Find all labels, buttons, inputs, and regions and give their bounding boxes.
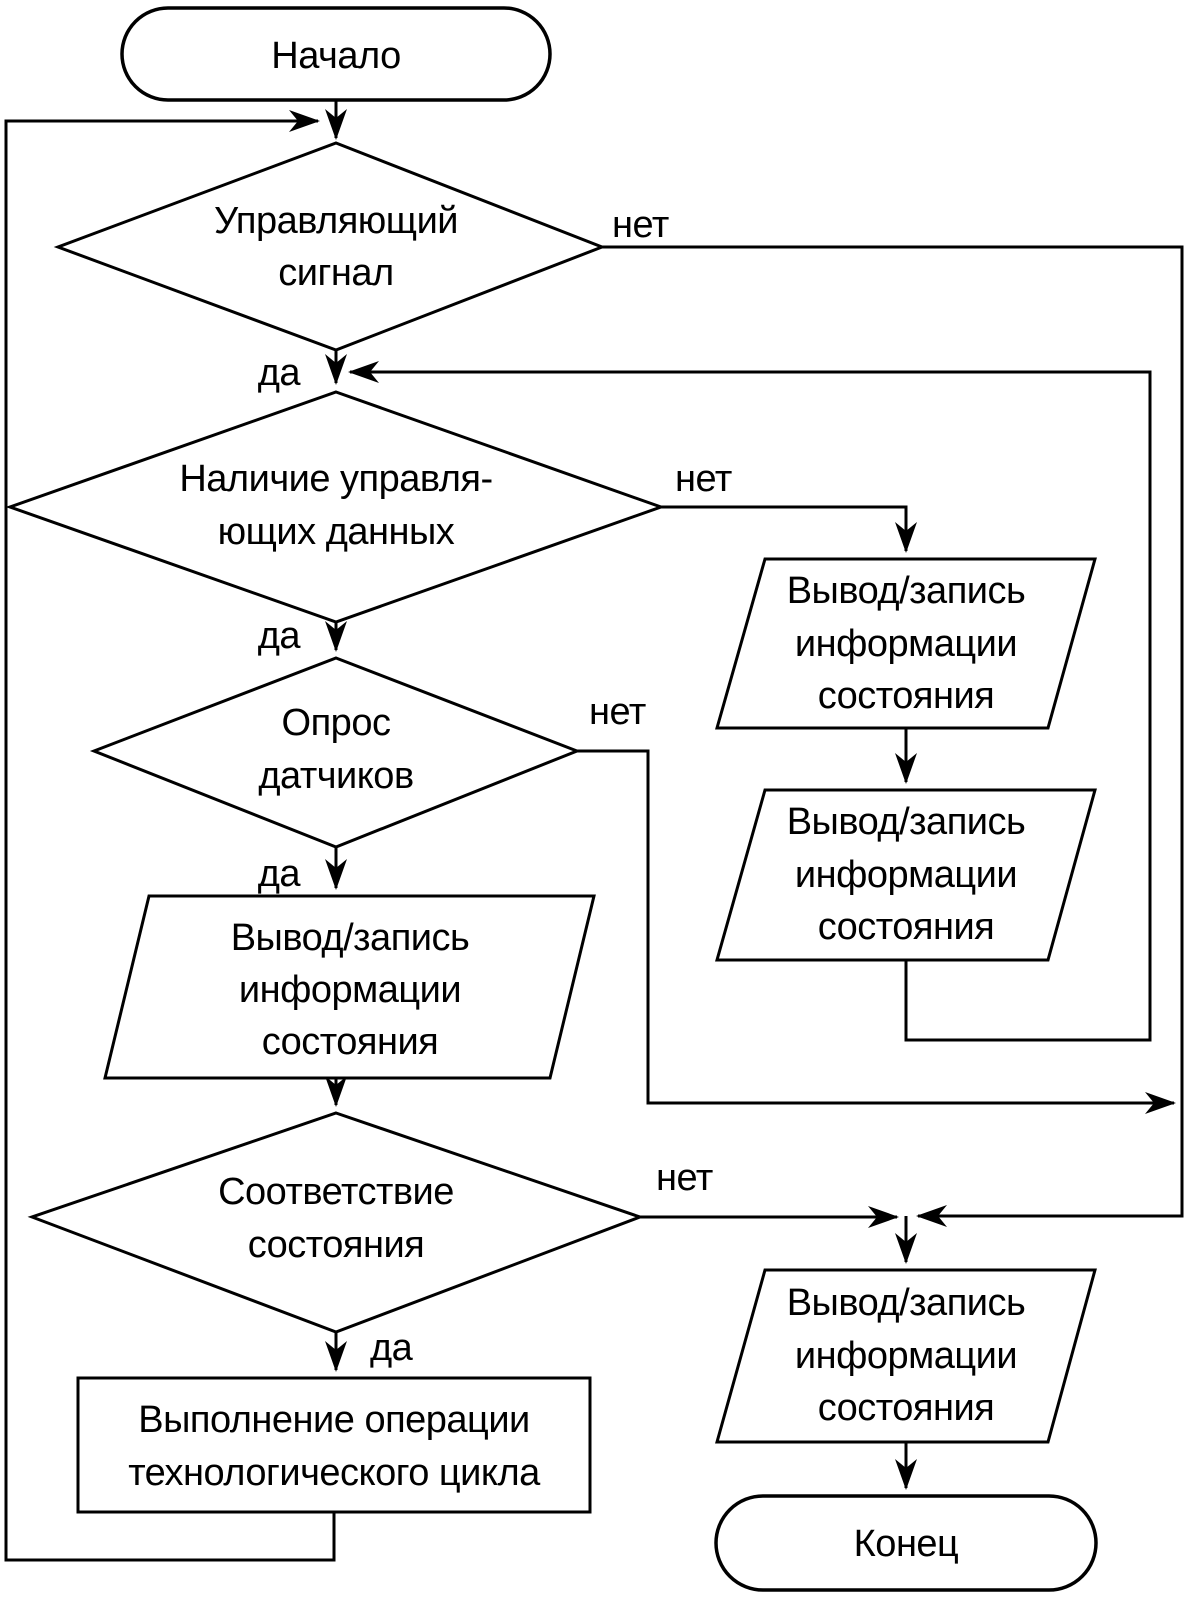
- start-terminator-shape: [120, 6, 552, 102]
- node-decision-state-match: Соответствие состояния: [27, 1111, 645, 1334]
- decision-control-data-shape: [5, 390, 666, 624]
- node-decision-sensor-poll: Опрос датчиков: [89, 656, 582, 849]
- branch-label-d2-yes: да: [258, 615, 302, 657]
- io-right-1-line1: Вывод/запись: [787, 570, 1026, 612]
- end-label: Конец: [854, 1523, 959, 1565]
- decision-state-match-shape: [27, 1111, 645, 1334]
- branch-label-d1-yes: да: [258, 352, 302, 394]
- io-right-2-line1: Вывод/запись: [787, 801, 1026, 843]
- io-left-line3: состояния: [262, 1021, 439, 1063]
- node-start: Начало: [120, 6, 552, 102]
- io-right-2-line3: состояния: [818, 906, 995, 948]
- decision-control-signal-line2: сигнал: [278, 252, 393, 294]
- edge-loop-process-to-d1: [4, 110, 336, 1562]
- io-bottom-line3: состояния: [818, 1387, 995, 1429]
- branch-label-d1-no: нет: [612, 204, 669, 246]
- node-decision-control-data: Наличие управля- ющих данных: [5, 390, 666, 624]
- edge-d2-no: [661, 505, 917, 553]
- branch-label-d4-no: нет: [656, 1157, 713, 1199]
- node-io-left: Вывод/запись информации состояния: [103, 894, 596, 1080]
- io-left-line1: Вывод/запись: [231, 917, 470, 959]
- decision-sensor-poll-shape: [89, 656, 582, 849]
- decision-sensor-poll-line2: датчиков: [258, 755, 413, 797]
- process-operation-line2: технологического цикла: [128, 1452, 541, 1494]
- node-io-right-1: Вывод/запись информации состояния: [715, 557, 1097, 730]
- io-left-line2: информации: [239, 969, 461, 1011]
- node-decision-control-signal: Управляющий сигнал: [53, 141, 607, 352]
- end-terminator-shape: [714, 1494, 1098, 1592]
- decision-state-match-line2: состояния: [248, 1224, 425, 1266]
- io-right-1-line2: информации: [795, 623, 1017, 665]
- branch-label-d2-no: нет: [675, 458, 732, 500]
- node-io-bottom: Вывод/запись информации состояния: [715, 1268, 1097, 1444]
- edge-feedback-ioright2-to-d2: [348, 361, 1152, 1042]
- io-bottom-line1: Вывод/запись: [787, 1282, 1026, 1324]
- io-right-2-shape: [715, 788, 1097, 962]
- start-label: Начало: [271, 35, 400, 77]
- io-left-shape: [103, 894, 596, 1080]
- node-io-right-2: Вывод/запись информации состояния: [715, 788, 1097, 962]
- io-bottom-line2: информации: [795, 1335, 1017, 1377]
- decision-control-data-line2: ющих данных: [218, 511, 455, 553]
- node-process-operation: Выполнение операции технологического цик…: [76, 1376, 592, 1514]
- branch-label-d4-yes: да: [370, 1327, 414, 1369]
- decision-state-match-line1: Соответствие: [218, 1171, 454, 1213]
- io-right-2-line2: информации: [795, 854, 1017, 896]
- decision-control-signal-line1: Управляющий: [214, 200, 458, 242]
- process-operation-shape: [76, 1376, 592, 1514]
- io-right-1-shape: [715, 557, 1097, 730]
- io-bottom-shape: [715, 1268, 1097, 1444]
- node-end: Конец: [714, 1494, 1098, 1592]
- process-operation-line1: Выполнение операции: [138, 1399, 530, 1441]
- edge-d3-no: [577, 749, 1176, 1114]
- branch-label-d3-no: нет: [589, 691, 646, 733]
- decision-sensor-poll-line1: Опрос: [282, 702, 391, 744]
- edge-d1-no: [602, 245, 1184, 1227]
- decision-control-data-line1: Наличие управля-: [179, 458, 492, 500]
- branch-label-d3-yes: да: [258, 853, 302, 895]
- decision-control-signal-shape: [53, 141, 607, 352]
- io-right-1-line3: состояния: [818, 675, 995, 717]
